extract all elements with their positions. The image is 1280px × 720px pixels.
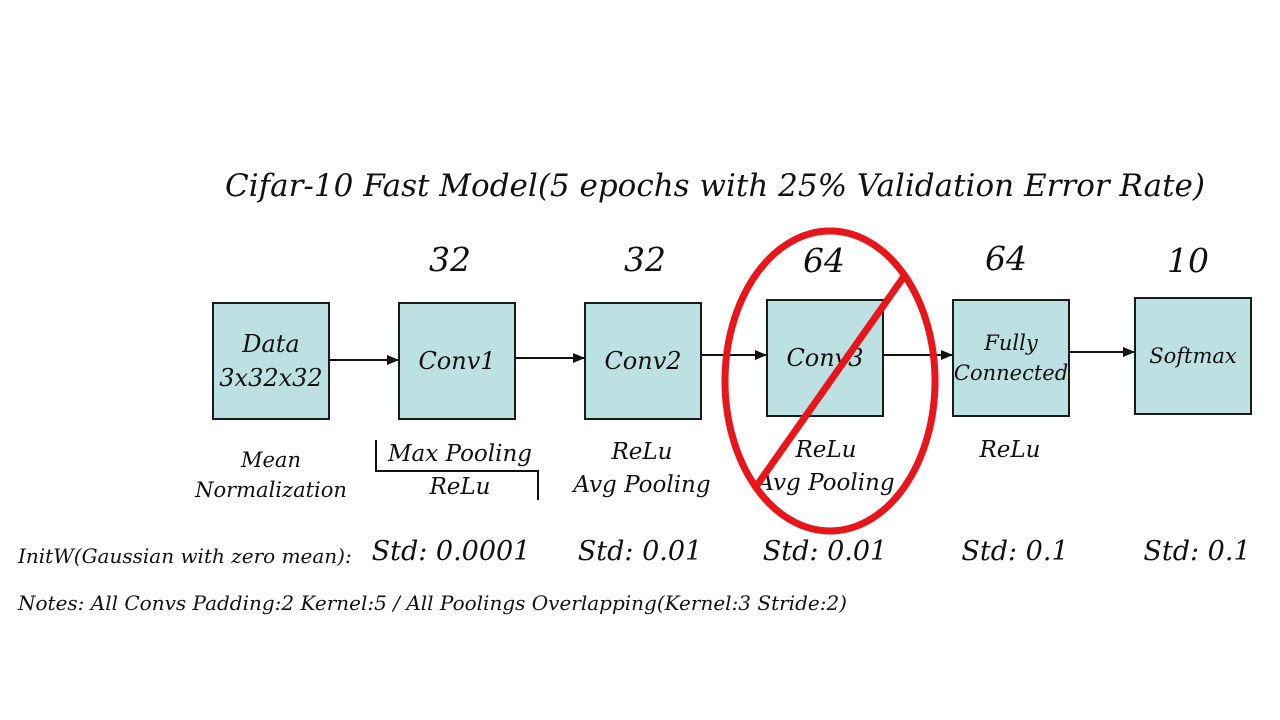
- softmax-count: 10: [1167, 241, 1209, 280]
- conv2-std: Std: 0.01: [577, 536, 703, 567]
- fully-connected-label: Fully Connected: [953, 331, 1069, 385]
- notes: Notes: All Convs Padding:2 Kernel:5 / Al…: [18, 591, 847, 615]
- conv1-label: Conv1: [418, 347, 496, 375]
- conv1-box: Conv1: [398, 302, 516, 420]
- softmax-label: Softmax: [1149, 344, 1237, 368]
- data-layer-box: Data 3x32x32: [212, 302, 330, 420]
- data-layer-description: Mean Normalization: [195, 448, 347, 502]
- conv2-count: 32: [624, 240, 666, 279]
- fc-count: 64: [985, 239, 1027, 278]
- fully-connected-box: Fully Connected: [952, 299, 1070, 417]
- conv3-count: 64: [803, 241, 845, 280]
- softmax-std: Std: 0.1: [1143, 536, 1251, 567]
- conv1-description: Max Pooling ReLu: [387, 441, 533, 500]
- conv3-label: Conv3: [786, 344, 864, 372]
- initw-label: InitW(Gaussian with zero mean):: [18, 544, 352, 568]
- conv1-std: Std: 0.0001: [371, 536, 531, 567]
- data-layer-label: Data 3x32x32: [219, 330, 323, 392]
- fc-description: ReLu: [979, 437, 1041, 463]
- conv1-count: 32: [429, 240, 471, 279]
- conv2-label: Conv2: [604, 347, 682, 375]
- softmax-box: Softmax: [1134, 297, 1252, 415]
- conv2-description: ReLu Avg Pooling: [573, 439, 711, 498]
- conv3-box: Conv3: [766, 299, 884, 417]
- conv2-box: Conv2: [584, 302, 702, 420]
- diagram-title: Cifar-10 Fast Model(5 epochs with 25% Va…: [225, 168, 1205, 204]
- conv3-description: ReLu Avg Pooling: [757, 437, 895, 496]
- fc-std: Std: 0.1: [961, 536, 1069, 567]
- conv3-std: Std: 0.01: [762, 536, 888, 567]
